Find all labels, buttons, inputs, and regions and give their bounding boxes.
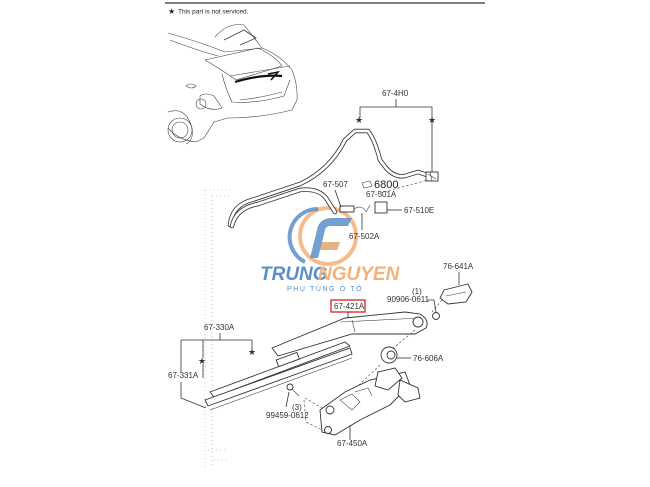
svg-text:67-330A: 67-330A [204,323,235,332]
label-6800: 6800 67-501A [361,179,398,199]
svg-text:67-507: 67-507 [323,180,348,189]
svg-text:76-606A: 76-606A [413,354,444,363]
svg-text:★: ★ [355,115,363,125]
svg-text:90906-0611: 90906-0611 [387,295,430,304]
label-67-330A: 67-330A ★ ★ [180,323,256,409]
label-67-502A: 67-502A [349,213,380,241]
legend-star-icon: ★ [168,7,175,16]
label-76-641A: 76-641A [431,262,474,313]
car-rear-illustration [167,24,298,145]
svg-text:★: ★ [248,347,256,357]
watermark-logo: TRUNG NGUYEN PHỤ TÙNG Ô TÔ [260,206,401,293]
label-67-4H0: 67-4H0 ★ ★ [355,89,436,178]
svg-text:67-450A: 67-450A [337,439,368,448]
svg-text:(1): (1) [412,287,422,296]
logo-brand-first: TRUNG [260,264,328,285]
svg-text:67-501A: 67-501A [366,190,397,199]
legend: ★ This part is not serviced. [168,7,249,16]
label-67-331A: 67-331A [168,371,199,380]
washer-hose [227,128,439,229]
label-90906-0611: (1) 90906-0611 [387,287,440,320]
svg-text:67-502A: 67-502A [349,232,380,241]
label-67-510E: 67-510E [387,206,434,215]
label-67-507: 67-507 [323,180,348,208]
svg-text:67-421A: 67-421A [334,302,365,311]
wiper-arm [271,311,428,357]
svg-text:(3): (3) [292,403,302,412]
wiper-motor: 67-450A [303,367,421,448]
svg-text:★: ★ [198,356,206,366]
svg-text:99459-0612: 99459-0612 [266,411,309,420]
label-99459-0612: (3) 99459-0612 [266,383,309,420]
svg-text:67-510E: 67-510E [404,206,434,215]
svg-text:76-641A: 76-641A [443,262,474,271]
logo-brand-second: NGUYEN [318,264,401,285]
logo-tagline: PHỤ TÙNG Ô TÔ [287,284,363,293]
label-76-606A: 76-606A [357,346,444,387]
svg-text:67-331A: 67-331A [168,371,199,380]
wiper-blade [204,341,353,411]
dotted-guides [204,189,232,470]
svg-text:★: ★ [428,115,436,125]
svg-text:6800: 6800 [374,179,398,191]
legend-note: This part is not serviced. [178,9,249,16]
svg-text:67-4H0: 67-4H0 [382,89,409,98]
